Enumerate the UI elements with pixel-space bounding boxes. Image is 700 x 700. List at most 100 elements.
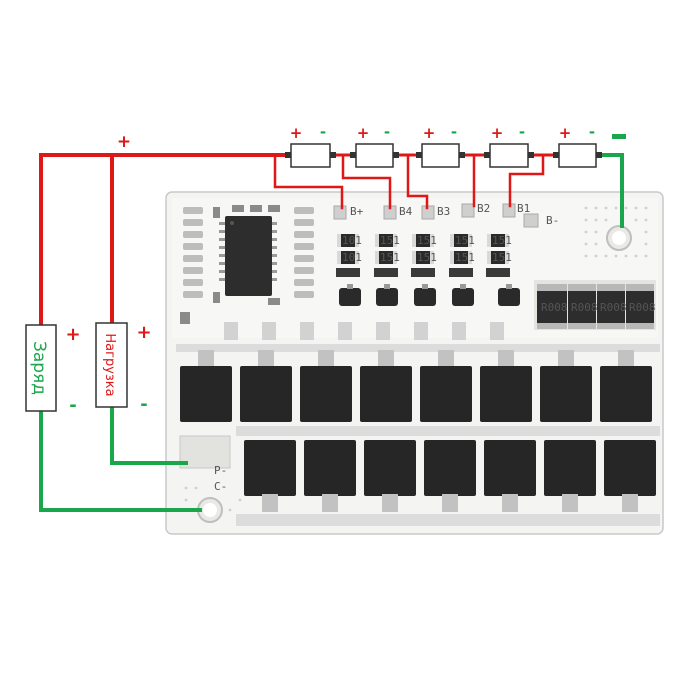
capacitor-row xyxy=(180,312,504,340)
cell-1-plus-sign: + xyxy=(290,124,303,142)
mosfet xyxy=(244,440,296,512)
ic-leads xyxy=(219,222,277,281)
balance-lead-b-plus xyxy=(273,153,344,210)
balance-channel-5: 151 151 xyxy=(486,234,520,306)
svg-text:151: 151 xyxy=(380,251,400,264)
pad-label-b2: B2 xyxy=(477,202,490,215)
balance-channel-2: 151 151 xyxy=(374,234,400,306)
pad-label-b4: B4 xyxy=(399,205,413,218)
pad-label-p-minus: P- xyxy=(214,464,227,477)
polarity-marks: + + - + - + - + - + - xyxy=(117,123,626,152)
rail-plus-sign: + xyxy=(117,132,131,152)
pad-b-minus xyxy=(523,213,539,228)
wiring xyxy=(39,153,624,512)
load-minus-sign: - xyxy=(140,394,147,415)
svg-text:151: 151 xyxy=(380,234,400,247)
pack-negative-wire xyxy=(594,153,624,228)
ic-pads-left xyxy=(183,207,203,298)
mosfet xyxy=(424,440,476,512)
mosfet xyxy=(360,350,412,422)
battery-cell-3 xyxy=(421,143,460,168)
charge-plus-sign: + xyxy=(65,324,80,345)
shunt-resistors: R008 R008 R008 R008 xyxy=(534,280,656,330)
load-plus-sign: + xyxy=(136,322,151,343)
mounting-hole-bottom-left xyxy=(197,497,223,523)
battery-cell-1 xyxy=(290,143,331,168)
battery-cell-2 xyxy=(355,143,394,168)
cell-5-plus-sign: + xyxy=(559,124,572,142)
ic-small-caps xyxy=(213,205,280,305)
svg-text:151: 151 xyxy=(492,251,512,264)
pad-b2 xyxy=(461,203,475,218)
mosfet-drain-strip-lower xyxy=(236,514,660,526)
cell-2-plus-sign: + xyxy=(357,124,370,142)
ic-body xyxy=(225,216,272,296)
mosfet xyxy=(604,440,656,512)
pad-label-b3: B3 xyxy=(437,205,450,218)
svg-text:R008: R008 xyxy=(600,301,627,314)
pad-label-b1: B1 xyxy=(517,202,530,215)
mosfet xyxy=(544,440,596,512)
mosfet-row-lower xyxy=(244,440,656,512)
ic-pads-right xyxy=(294,207,314,298)
pad-b-plus xyxy=(333,205,347,220)
load-negative-wire xyxy=(110,404,188,465)
load-terminal: Нагрузка + - xyxy=(95,322,152,415)
shunt-resistor-3 xyxy=(597,290,625,324)
load-terminal-box xyxy=(95,322,128,408)
battery-cells xyxy=(285,143,602,168)
svg-text:151: 151 xyxy=(455,251,475,264)
cell-5-minus-sign: - xyxy=(589,123,595,141)
pad-p-minus xyxy=(179,435,231,469)
svg-text:151: 151 xyxy=(455,234,475,247)
mosfet xyxy=(304,440,356,512)
positive-rail-wire xyxy=(39,153,294,327)
bms-board: B+ B4 B3 B2 B1 B- 101 101 151 151 xyxy=(165,191,664,535)
mosfet-drain-strip-middle xyxy=(236,426,660,436)
balance-lead-b4 xyxy=(341,153,392,210)
output-pads: P- C- xyxy=(179,435,231,493)
svg-text:R008: R008 xyxy=(541,301,568,314)
shunt-resistor-1 xyxy=(537,290,567,324)
shunt-resistor-2 xyxy=(568,290,596,324)
cell-3-plus-sign: + xyxy=(423,124,436,142)
mosfet-drain-strip-upper xyxy=(176,344,660,352)
svg-text:151: 151 xyxy=(417,251,437,264)
mosfet xyxy=(240,350,292,422)
mosfet xyxy=(484,440,536,512)
charge-terminal-label: Заряд xyxy=(29,341,49,395)
pack-negative-marker xyxy=(612,134,626,139)
shunt-resistor-4 xyxy=(626,290,654,324)
charge-negative-wire xyxy=(39,409,202,512)
pad-label-b-plus: B+ xyxy=(350,205,364,218)
svg-text:151: 151 xyxy=(417,234,437,247)
mosfet xyxy=(364,440,416,512)
balance-channel-4: 151 151 xyxy=(449,234,475,306)
protection-ic xyxy=(183,205,314,305)
cell-2-minus-sign: - xyxy=(384,123,390,141)
svg-text:101: 101 xyxy=(342,234,362,247)
charge-terminal: Заряд + - xyxy=(25,324,81,416)
balance-channel-1: 101 101 xyxy=(336,234,362,306)
battery-cell-5 xyxy=(558,143,597,168)
pad-label-c-minus: C- xyxy=(214,480,227,493)
cell-1-minus-sign: - xyxy=(320,123,326,141)
charge-terminal-box xyxy=(25,324,57,412)
balance-channel-3: 151 151 xyxy=(411,234,437,306)
mounting-hole-top-right xyxy=(606,225,632,251)
mosfet xyxy=(480,350,532,422)
cell-4-plus-sign: + xyxy=(491,124,504,142)
mosfet xyxy=(600,350,652,422)
svg-text:101: 101 xyxy=(342,251,362,264)
balance-lead-b3 xyxy=(406,153,429,210)
svg-text:151: 151 xyxy=(492,234,512,247)
balance-pads: B+ B4 B3 B2 B1 B- xyxy=(333,202,559,228)
via-dots xyxy=(184,206,648,512)
mosfet xyxy=(540,350,592,422)
mosfet xyxy=(180,350,232,422)
svg-text:R008: R008 xyxy=(571,301,598,314)
svg-text:R008: R008 xyxy=(629,301,656,314)
balance-lead-b1 xyxy=(508,153,545,208)
pad-label-b-minus: B- xyxy=(546,214,559,227)
